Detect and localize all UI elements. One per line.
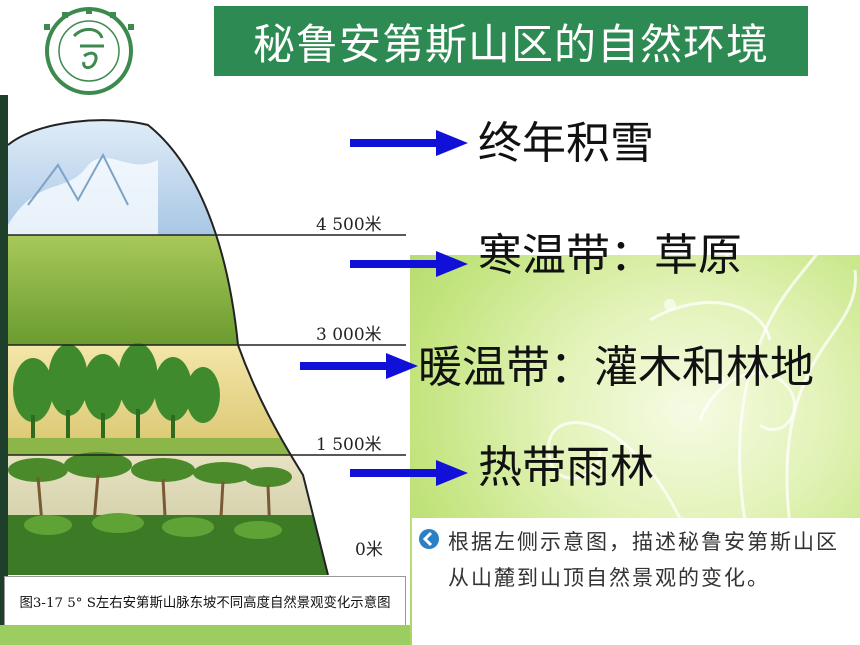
zone-label-shrubland: 暖温带：灌木和林地 — [418, 342, 814, 393]
school-seal-icon — [44, 7, 134, 95]
arrow-right-icon — [350, 460, 468, 486]
arrow-right-icon — [350, 251, 468, 277]
zone-label-grassland: 寒温带：草原 — [478, 230, 742, 281]
zone-label-snow: 终年积雪 — [478, 118, 654, 169]
circle-left-arrow-icon — [419, 529, 439, 549]
page-title: 秘鲁安第斯山区的自然环境 — [214, 6, 808, 76]
arrow-right-icon — [300, 353, 418, 379]
diagram-caption: 图3-17 5° S左右安第斯山脉东坡不同高度自然景观变化示意图 — [4, 576, 406, 626]
question-text: 根据左侧示意图，描述秘鲁安第斯山区从山麓到山顶自然景观的变化。 — [448, 530, 839, 590]
left-edge-strip — [0, 95, 8, 645]
altitude-label-3000: 3 000米 — [316, 325, 382, 345]
altitude-label-4500: 4 500米 — [316, 215, 382, 235]
bottom-green-strip — [0, 625, 410, 645]
zone-label-rainforest: 热带雨林 — [478, 442, 654, 493]
question-box: 根据左侧示意图，描述秘鲁安第斯山区从山麓到山顶自然景观的变化。 — [412, 518, 860, 645]
mountain-zone-diagram — [8, 119, 406, 575]
arrow-right-icon — [350, 130, 468, 156]
altitude-label-1500: 1 500米 — [316, 435, 382, 455]
altitude-label-0: 0米 — [355, 540, 383, 560]
